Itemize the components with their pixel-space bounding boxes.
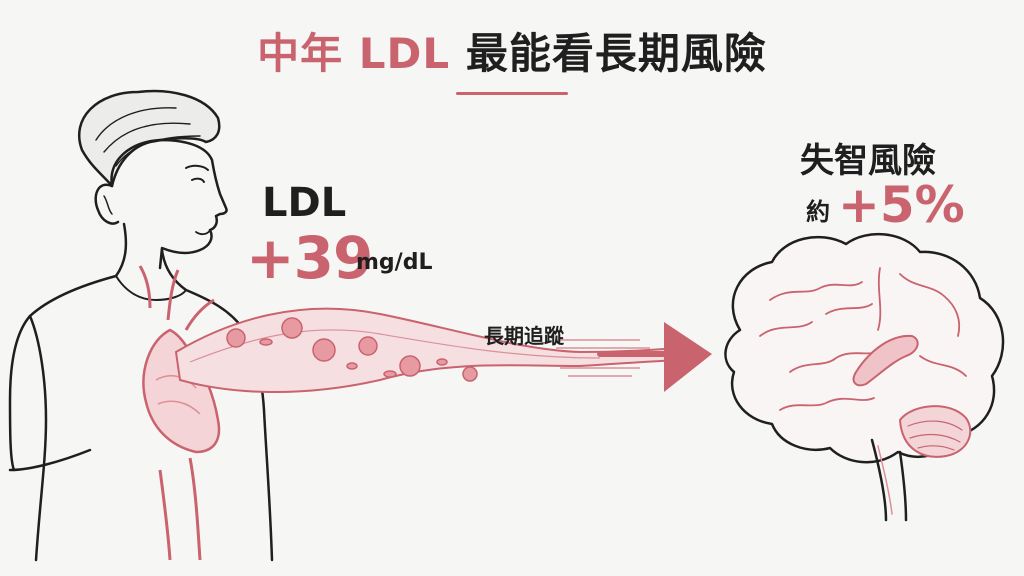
title-accent: 中年 LDL xyxy=(257,29,451,78)
heart-icon xyxy=(138,265,221,561)
ldl-label: LDL xyxy=(262,180,347,226)
risk-title: 失智風險 xyxy=(800,141,936,181)
arrow-label: 長期追蹤 xyxy=(484,324,564,348)
risk-value: +5% xyxy=(838,176,965,234)
page-title: 中年 LDL 最能看長期風險 xyxy=(0,20,1024,81)
title-main: 最能看長期風險 xyxy=(465,29,767,78)
arrow-right-icon xyxy=(556,322,712,392)
blood-vessel xyxy=(174,307,681,394)
ldl-value: +39 xyxy=(246,224,373,292)
ldl-unit: mg/dL xyxy=(356,250,433,275)
title-underline xyxy=(456,92,568,95)
brain-icon xyxy=(724,232,1005,522)
person-illustration xyxy=(8,89,274,562)
ldl-particles xyxy=(226,317,478,382)
risk-prefix: 約 xyxy=(806,198,830,226)
